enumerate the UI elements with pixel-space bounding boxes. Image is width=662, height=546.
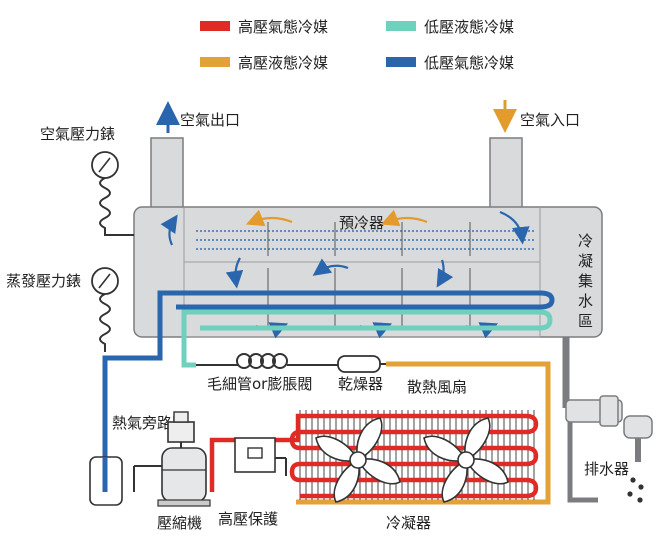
legend-label-high-gas: 高壓氣態冷媒 (238, 18, 328, 36)
evap-pressure-gauge-label: 蒸發壓力錶 (6, 272, 81, 290)
precooler-label: 預冷器 (339, 214, 384, 232)
high-pressure-protect-label: 高壓保護 (218, 510, 278, 528)
condensate-char-5: 區 (578, 312, 593, 330)
condensate-char-4: 水 (578, 292, 593, 310)
fan-icon (423, 417, 509, 503)
condensate-collector: 冷 凝 集 水 區 (578, 232, 593, 330)
hot-gas-bypass-valve (167, 411, 195, 448)
cooling-fan-label: 散熱風扇 (407, 378, 467, 396)
precooler-fins (196, 230, 535, 250)
legend-swatch-high-gas (200, 21, 230, 31)
legend: 高壓氣態冷媒 低壓液態冷媒 高壓液態冷媒 低壓氣態冷媒 (200, 18, 514, 72)
high-pressure-switch (234, 437, 287, 476)
dryer-body (337, 355, 381, 373)
condensate-char-3: 集 (578, 272, 593, 290)
evaporator-fin-dividers (267, 268, 471, 330)
legend-label-low-liquid: 低壓液態冷媒 (424, 18, 514, 36)
legend-label-high-liquid: 高壓液態冷媒 (238, 54, 328, 72)
legend-swatch-low-gas (386, 57, 416, 67)
dryer-label: 乾燥器 (338, 375, 383, 393)
evap-pressure-gauge: 蒸發壓力錶 (6, 267, 119, 352)
air-outlet-label: 空氣出口 (180, 111, 240, 129)
evaporator-coil-low-gas (102, 290, 555, 492)
compressor (133, 447, 211, 507)
condenser-label: 冷凝器 (386, 514, 431, 532)
air-pressure-gauge: 空氣壓力錶 (40, 125, 134, 236)
legend-swatch-high-liquid (200, 57, 230, 67)
legend-label-low-gas: 低壓氣態冷媒 (424, 54, 514, 72)
compressor-label: 壓縮機 (157, 514, 202, 532)
precooler-fin-dividers (267, 222, 471, 256)
fan-icon (315, 417, 401, 503)
condensate-char-1: 冷 (578, 232, 593, 250)
drain-valve (562, 337, 653, 503)
compressor-body (161, 447, 207, 503)
capillary-tube (196, 353, 338, 369)
air-outlet: 空氣出口 (156, 101, 240, 133)
air-inlet-label: 空氣入口 (520, 111, 580, 129)
air-inlet: 空氣入口 (493, 100, 580, 133)
air-pressure-gauge-label: 空氣壓力錶 (40, 125, 115, 143)
condensate-char-2: 凝 (578, 252, 593, 270)
legend-swatch-low-liquid (386, 21, 416, 31)
drain-label: 排水器 (584, 460, 629, 478)
high-liquid-line (296, 361, 551, 505)
evaporator-coil-low-liquid (181, 309, 553, 368)
inlet-duct (489, 137, 523, 211)
outlet-duct (150, 137, 184, 211)
condenser-coil-high-gas (209, 413, 539, 499)
dryer (337, 355, 386, 373)
capillary-label: 毛細管or膨脹閥 (207, 375, 312, 393)
